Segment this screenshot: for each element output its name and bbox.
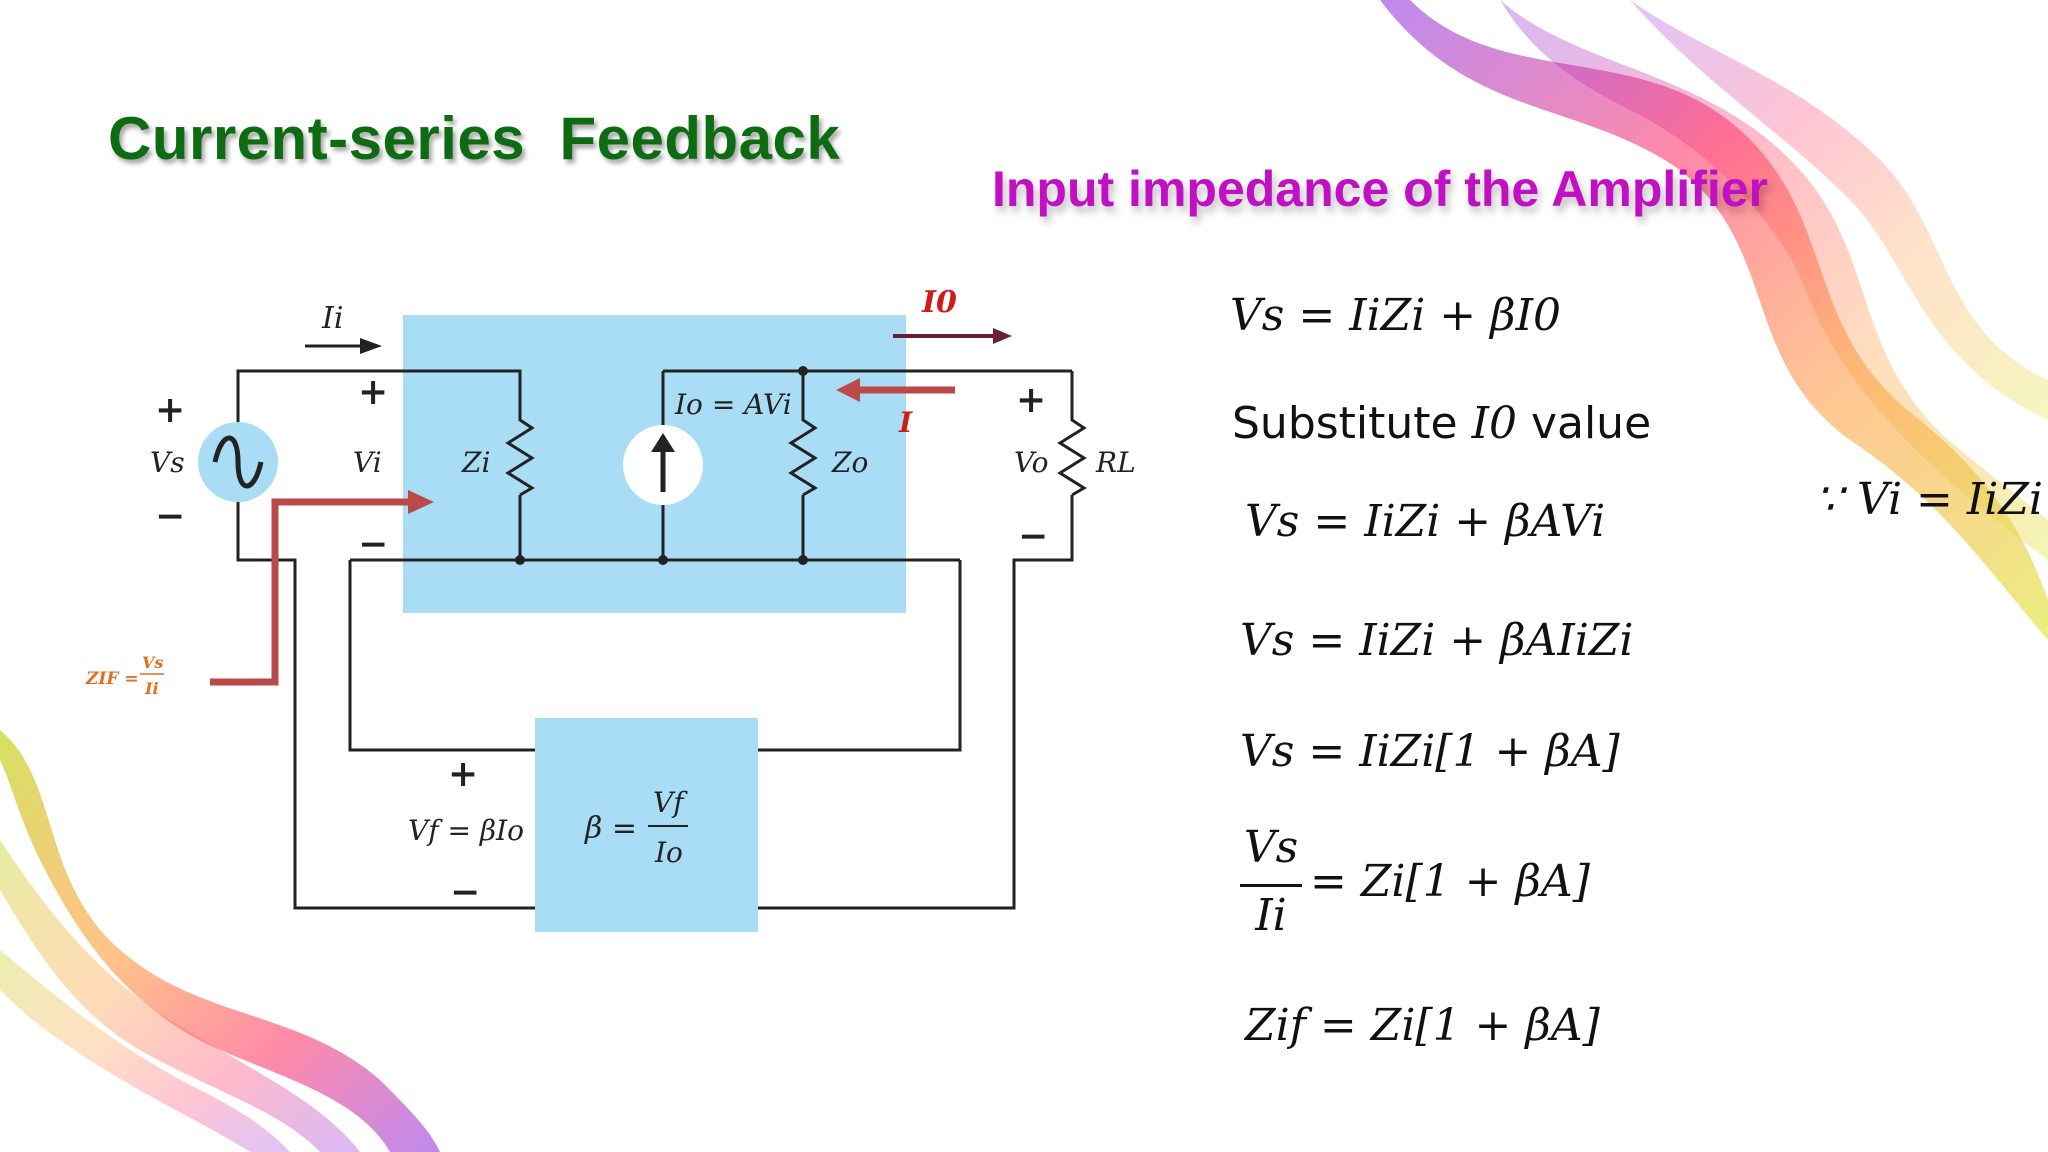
equation-3: Vs = IiZi + βAIiZi xyxy=(1240,615,1634,666)
label-plus-out: + xyxy=(1016,379,1046,421)
label-zif-num: Vs xyxy=(142,653,163,672)
label-i0: I0 xyxy=(921,285,957,320)
substitute-suffix: value xyxy=(1516,398,1652,449)
circuit-diagram: Ii I0 I + Vs − + Vi − Zi Io = AVi Zo + V… xyxy=(85,285,1136,932)
since-note: ∵ Vi = IiZi xyxy=(1815,474,2043,525)
equation-5-numerator: Vs xyxy=(1243,822,1299,873)
label-beta-lhs: β = xyxy=(584,811,637,846)
equation-1: Vs = IiZi + βI0 xyxy=(1230,290,1561,341)
label-vf: Vf = βIo xyxy=(408,814,524,847)
label-zif-lhs: ZIF = xyxy=(85,669,139,689)
feedback-block xyxy=(535,718,758,932)
equation-4: Vs = IiZi[1 + βA] xyxy=(1240,726,1620,777)
resistor-zi xyxy=(505,415,535,497)
substitute-variable: I0 xyxy=(1471,398,1517,449)
equation-6: Zif = Zi[1 + βA] xyxy=(1245,1000,1600,1051)
current-source-icon xyxy=(623,425,703,505)
label-io-eq: Io = AVi xyxy=(674,388,792,421)
zif-arrow xyxy=(210,498,410,686)
label-beta-den: Io xyxy=(654,836,683,869)
input-return-wire xyxy=(236,496,535,910)
slide-title: Current-series Feedback xyxy=(108,105,841,172)
equation-5-rhs: = Zi[1 + βA] xyxy=(1310,856,1590,907)
substitute-prefix: Substitute xyxy=(1232,398,1472,449)
equation-5-denominator: Ii xyxy=(1255,890,1287,941)
label-zo: Zo xyxy=(831,446,868,479)
resistor-zo xyxy=(788,415,818,497)
label-i: I xyxy=(898,406,913,439)
resistor-rl xyxy=(1057,415,1087,497)
label-plus-in: + xyxy=(358,371,388,413)
label-zif-den: Ii xyxy=(144,679,159,698)
label-plus-left: + xyxy=(155,389,185,431)
input-wire xyxy=(236,369,522,428)
slide-subtitle: Input impedance of the Amplifier xyxy=(992,161,1768,217)
label-zi: Zi xyxy=(461,446,490,479)
label-beta-num: Vf xyxy=(653,786,688,819)
label-ii: Ii xyxy=(321,301,343,336)
label-minus-fb: − xyxy=(450,871,480,913)
equation-5-fraction-bar xyxy=(1240,884,1302,887)
label-vo: Vo xyxy=(1014,446,1049,479)
label-plus-fb: + xyxy=(448,753,478,795)
ac-source-icon xyxy=(198,422,278,502)
label-minus-out: − xyxy=(1018,515,1048,557)
label-rl: RL xyxy=(1095,446,1136,479)
label-vi: Vi xyxy=(353,446,382,479)
label-minus-left: − xyxy=(155,495,185,537)
substitute-line: Substitute I0 value xyxy=(1232,398,1651,449)
equation-2: Vs = IiZi + βAVi xyxy=(1245,496,1606,547)
label-vs: Vs xyxy=(150,446,185,479)
label-minus-in: − xyxy=(358,523,388,565)
